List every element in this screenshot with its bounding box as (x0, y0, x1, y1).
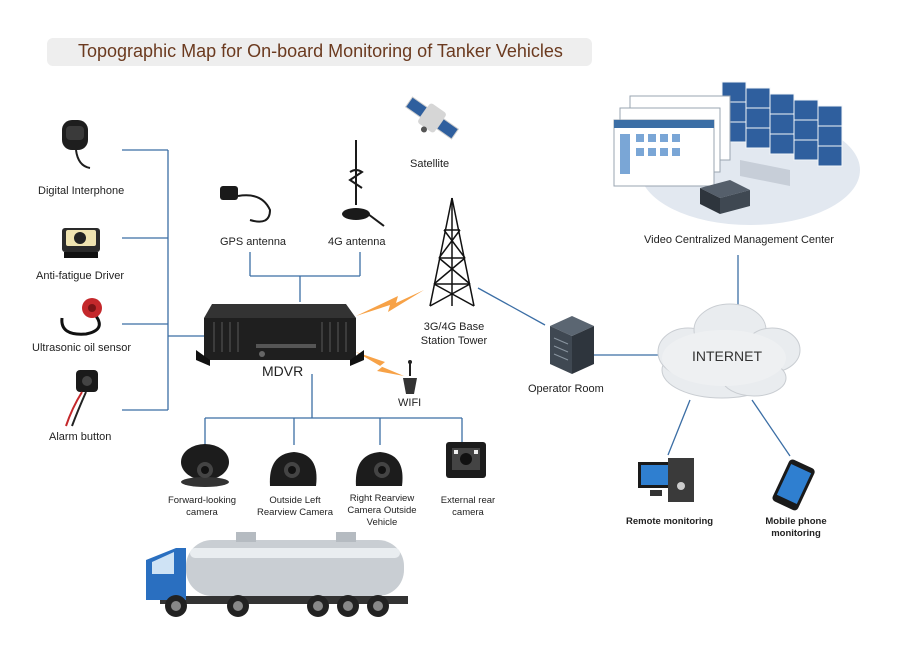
anti-fatigue-camera-icon (62, 228, 100, 258)
label-mobile-monitoring: Mobile phone monitoring (756, 516, 836, 540)
label-internet: INTERNET (692, 348, 762, 364)
label-left-camera-line2: Rearview Camera (256, 507, 334, 518)
4g-antenna-icon (342, 140, 385, 227)
label-anti-fatigue: Anti-fatigue Driver (36, 270, 125, 282)
ultrasonic-sensor-icon (60, 298, 102, 336)
signal-bolts (356, 290, 424, 376)
satellite-icon (404, 96, 460, 140)
label-satellite: Satellite (410, 158, 450, 170)
signal-bolt-wifi (356, 352, 404, 376)
label-management-center: Video Centralized Management Center (644, 234, 834, 246)
signal-bolt-tower (356, 290, 424, 316)
wifi-router-icon (403, 360, 417, 394)
label-remote-monitoring: Remote monitoring (626, 516, 714, 527)
alarm-button-icon (65, 370, 98, 427)
label-right-camera-line2: Camera Outside (347, 505, 417, 516)
label-left-camera: Outside Left Rearview Camera (250, 495, 340, 519)
label-base-station-line2: Station Tower (420, 335, 488, 347)
management-center-icon (613, 81, 860, 225)
title-banner (47, 38, 592, 66)
label-right-camera: Right Rearview Camera Outside Vehicle (340, 493, 424, 529)
label-base-station-line1: 3G/4G Base (423, 321, 485, 333)
label-operator-room: Operator Room (528, 383, 604, 395)
label-mobile-monitoring-line1: Mobile phone (765, 516, 827, 527)
forward-camera-icon (181, 444, 229, 487)
label-ultrasonic-sensor: Ultrasonic oil sensor (32, 342, 132, 354)
label-forward-camera-line2: camera (186, 507, 218, 518)
label-rear-camera-line1: External rear (440, 495, 496, 506)
interphone-icon (62, 120, 91, 169)
label-left-camera-line1: Outside Left (269, 495, 321, 506)
label-rear-camera: External rear camera (428, 495, 508, 519)
cloud-body (662, 330, 786, 386)
base-station-tower-icon (429, 197, 475, 307)
tanker-truck-icon (146, 532, 408, 617)
right-rearview-camera-icon (355, 452, 403, 486)
label-digital-interphone: Digital Interphone (38, 185, 125, 197)
label-forward-camera: Forward-looking camera (162, 495, 242, 519)
mdvr-unit-icon (196, 304, 364, 366)
label-forward-camera-line1: Forward-looking (167, 495, 237, 506)
left-rearview-camera-icon (269, 452, 317, 486)
label-alarm-button: Alarm button (49, 431, 112, 443)
label-gps-antenna: GPS antenna (220, 236, 287, 248)
label-right-camera-line1: Right Rearview (349, 493, 415, 504)
mobile-phone-icon (772, 459, 815, 511)
label-right-camera-line3: Vehicle (366, 517, 398, 528)
remote-monitoring-pc-icon (638, 458, 694, 502)
connector-lines (122, 149, 791, 457)
label-rear-camera-line2: camera (452, 507, 484, 518)
label-mobile-monitoring-line2: monitoring (771, 528, 821, 539)
gps-antenna-icon (220, 186, 272, 223)
rear-camera-icon (446, 442, 486, 478)
label-mdvr: MDVR (262, 363, 304, 379)
operator-room-server-icon (550, 316, 594, 374)
diagram-title: Topographic Map for On-board Monitoring … (78, 41, 563, 61)
label-4g-antenna: 4G antenna (328, 236, 386, 248)
label-base-station: 3G/4G Base Station Tower (414, 320, 494, 348)
label-wifi: WIFI (398, 397, 422, 409)
